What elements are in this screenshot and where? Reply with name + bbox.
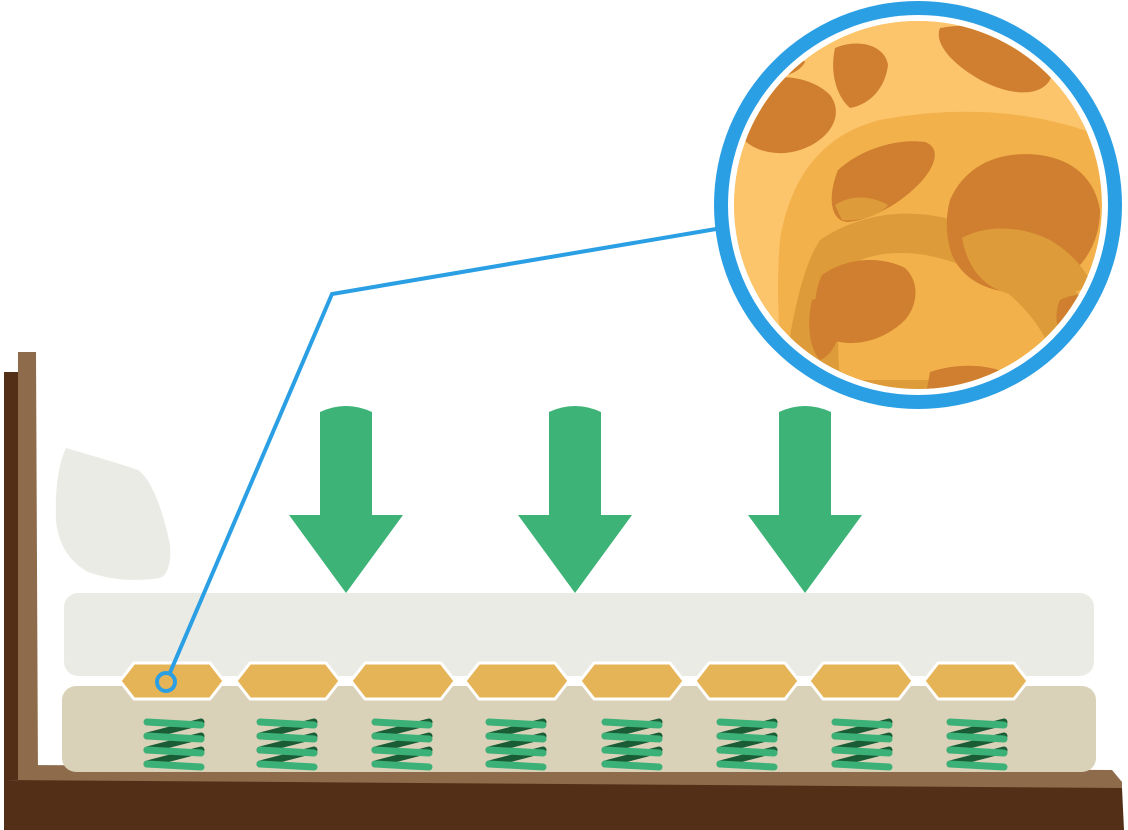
headboard-back-panel: [4, 372, 20, 780]
down-arrow-icon: [518, 406, 632, 593]
callout-line: [164, 226, 723, 683]
coil-spring-icon: [831, 718, 893, 771]
foam-cell: [578, 661, 686, 701]
pillow-icon: [55, 448, 171, 580]
lens-foam-closeup: [734, 21, 1102, 389]
coil-spring-icon: [485, 718, 547, 771]
spring-row: [143, 718, 1008, 771]
foam-cell: [807, 661, 915, 701]
foam-cell: [922, 661, 1030, 701]
coil-spring-icon: [946, 718, 1008, 771]
foam-cell: [234, 661, 342, 701]
foam-cell: [463, 661, 571, 701]
headboard-front-panel: [18, 352, 38, 780]
foam-cell: [693, 661, 801, 701]
coil-spring-icon: [371, 718, 433, 771]
down-arrow-icon: [289, 406, 403, 593]
magnifier-callout-icon: [714, 1, 1122, 409]
mattress-top-layer: [64, 593, 1094, 676]
bed-base-panel: [4, 780, 1124, 830]
coil-spring-icon: [256, 718, 318, 771]
foam-cell: [349, 661, 457, 701]
callout-anchor-icon: [155, 671, 177, 693]
down-arrow-icon: [748, 406, 862, 593]
foam-cell-row: [118, 661, 1030, 701]
coil-spring-icon: [143, 718, 205, 771]
coil-spring-icon: [716, 718, 778, 771]
pressure-arrows: [289, 406, 862, 593]
coil-spring-icon: [601, 718, 663, 771]
